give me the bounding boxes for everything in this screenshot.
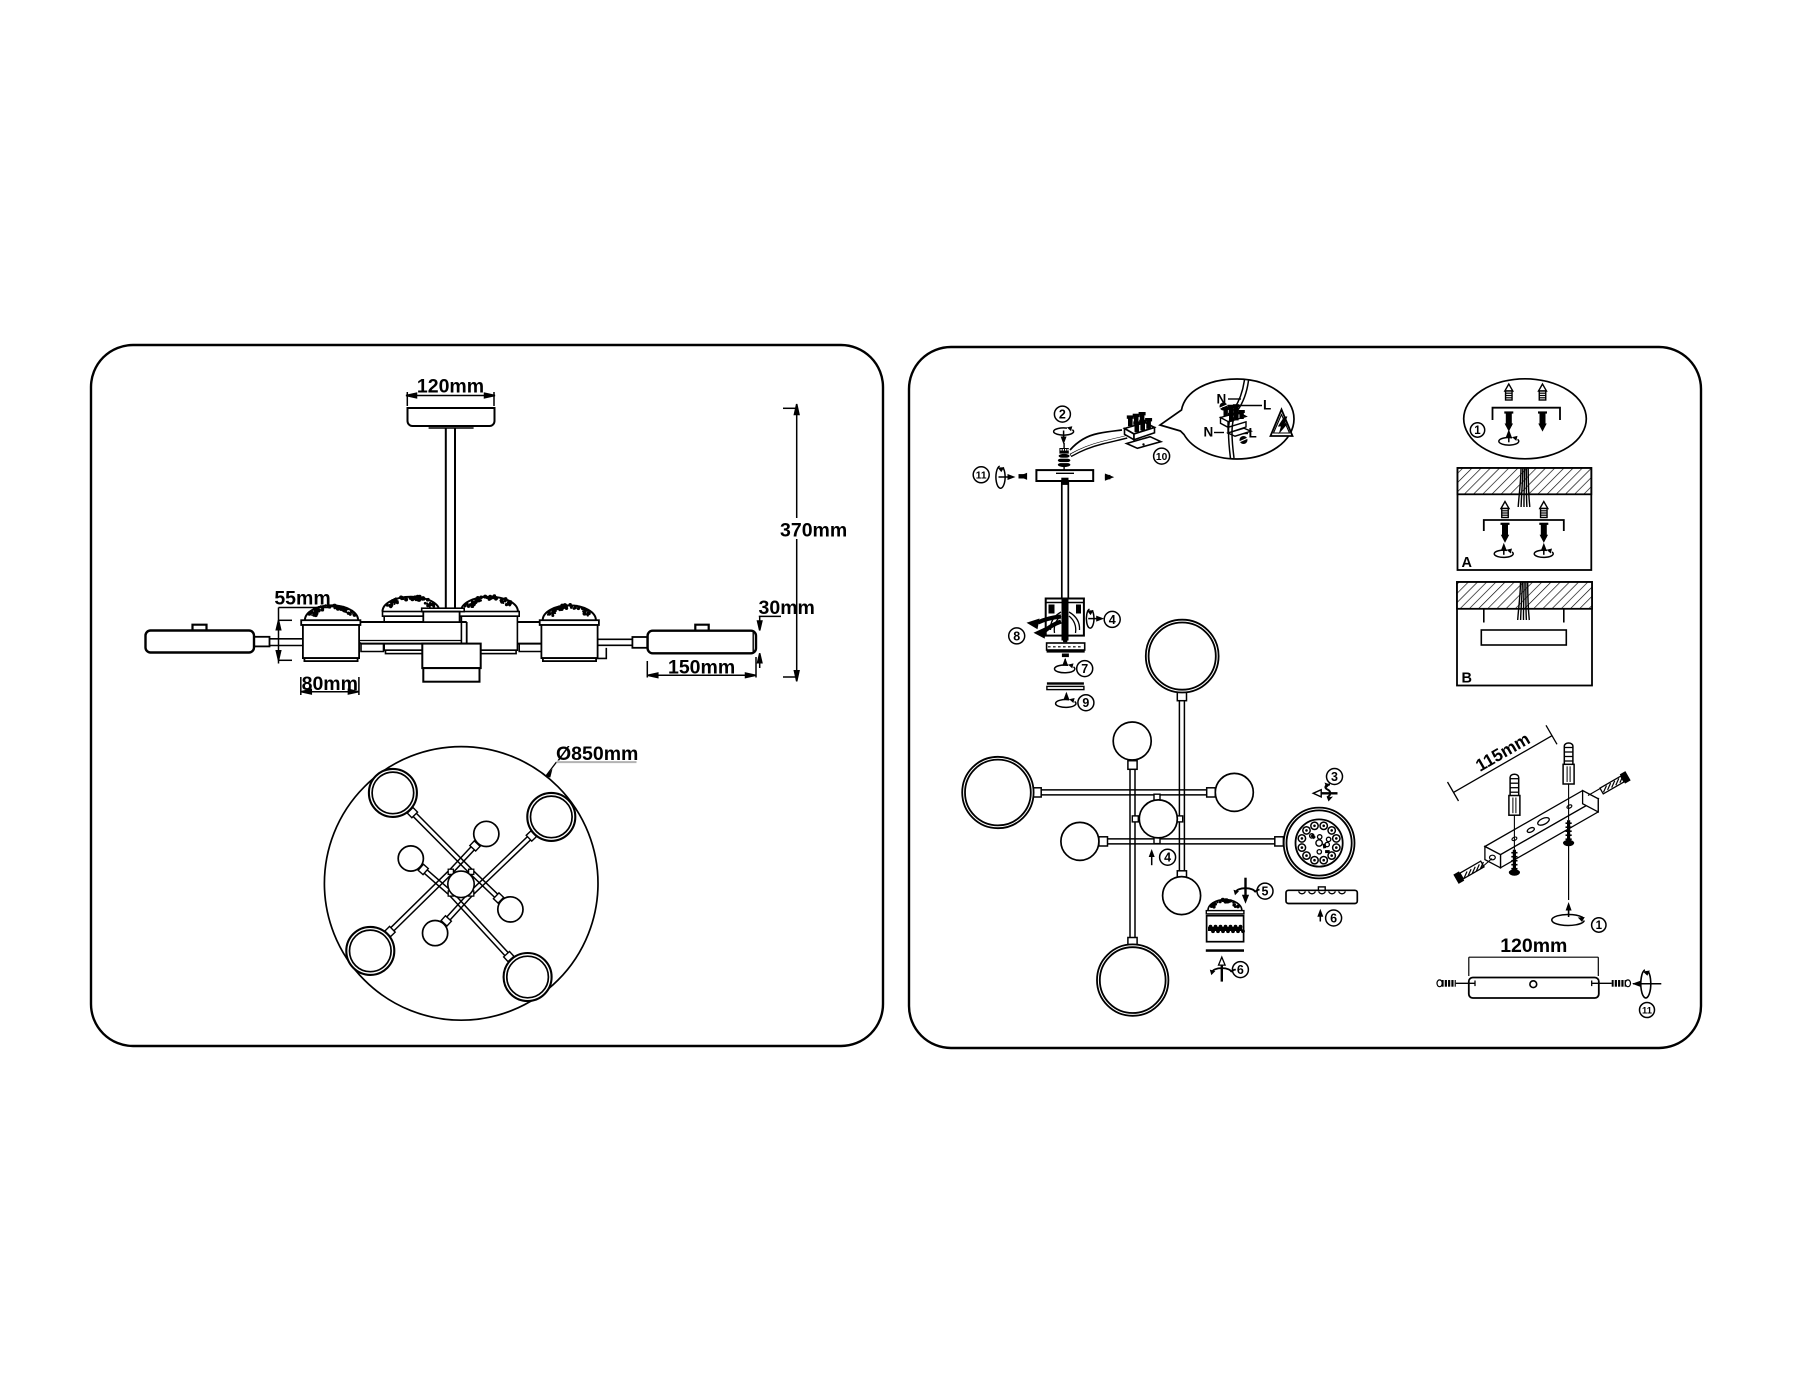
svg-text:11: 11 — [976, 471, 987, 482]
svg-text:120mm: 120mm — [1500, 935, 1567, 957]
svg-text:55mm: 55mm — [274, 588, 330, 610]
svg-text:5: 5 — [1262, 885, 1269, 899]
svg-text:150mm: 150mm — [668, 657, 735, 679]
svg-text:N: N — [1217, 392, 1227, 407]
svg-text:L: L — [1249, 426, 1257, 441]
svg-text:6: 6 — [1237, 963, 1244, 977]
svg-text:A: A — [1462, 555, 1473, 571]
svg-text:B: B — [1462, 671, 1472, 687]
svg-text:3: 3 — [1331, 770, 1338, 784]
svg-text:11: 11 — [1642, 1004, 1652, 1015]
svg-text:1: 1 — [1474, 425, 1481, 437]
svg-text:1: 1 — [1596, 920, 1603, 932]
svg-text:4: 4 — [1109, 613, 1116, 627]
svg-text:8: 8 — [1013, 629, 1020, 643]
svg-text:370mm: 370mm — [780, 520, 847, 542]
svg-text:7: 7 — [1081, 662, 1088, 676]
svg-text:30mm: 30mm — [759, 597, 815, 619]
svg-text:6: 6 — [1330, 912, 1337, 926]
svg-text:Ø850mm: Ø850mm — [556, 743, 638, 765]
svg-text:4: 4 — [1164, 851, 1171, 865]
svg-text:9: 9 — [1082, 696, 1089, 710]
svg-text:10: 10 — [1156, 452, 1168, 463]
svg-text:N: N — [1204, 425, 1214, 440]
svg-text:80mm: 80mm — [302, 673, 358, 695]
svg-text:L: L — [1263, 398, 1271, 413]
svg-text:2: 2 — [1059, 408, 1066, 422]
svg-text:120mm: 120mm — [417, 376, 484, 398]
